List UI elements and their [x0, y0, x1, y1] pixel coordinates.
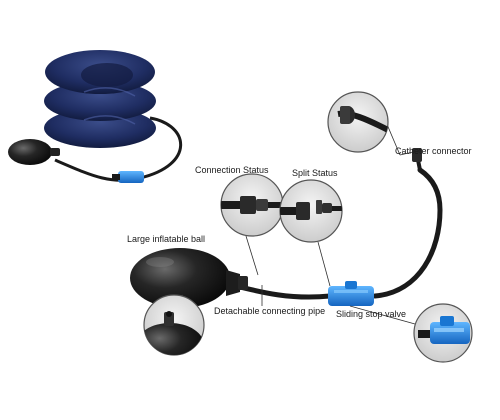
bulb-nozzle-detail — [143, 294, 205, 356]
label-split-status: Split Status — [292, 168, 338, 178]
sliding-stop-valve-detail — [413, 303, 473, 363]
label-catheter-connector: Catheter connector — [395, 146, 472, 156]
neck-traction-collar — [8, 50, 183, 183]
label-sliding-stop-valve: Sliding stop valve — [336, 309, 407, 319]
label-large-inflatable-ball: Large inflatable ball — [127, 234, 206, 244]
catheter-connector-detail — [327, 91, 389, 153]
inflation-system — [130, 148, 443, 308]
split-status-detail — [279, 179, 343, 243]
connection-status-detail — [220, 173, 284, 237]
label-connection-status: Connection Status — [195, 165, 269, 175]
label-detachable-connecting-pipe: Detachable connecting pipe — [214, 306, 326, 316]
